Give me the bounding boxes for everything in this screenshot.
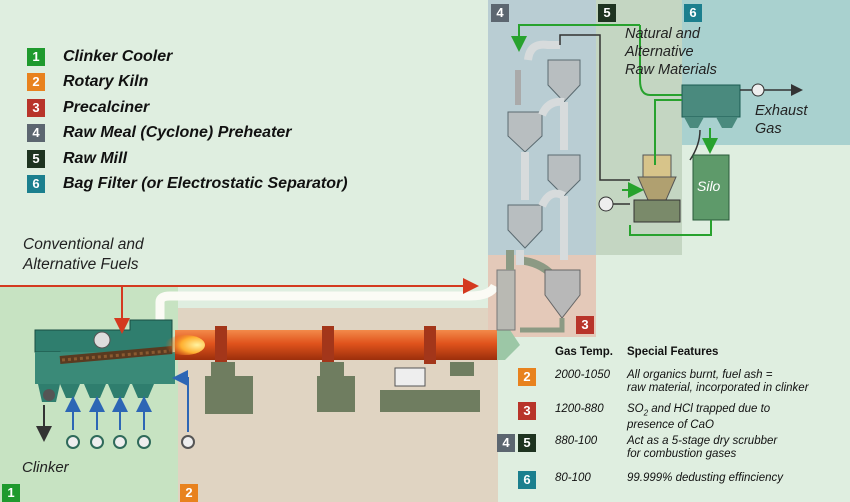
- silo: [629, 154, 730, 236]
- row-temp: 880-100: [555, 435, 598, 447]
- row-badge: 3: [518, 402, 536, 420]
- raw-meal-return: [639, 25, 700, 96]
- raw-meal-feed-arrow: [511, 24, 640, 52]
- silo-label: Silo: [697, 178, 721, 194]
- table-header-temp: Gas Temp.: [555, 346, 613, 358]
- tertiary-air-duct: [155, 283, 500, 320]
- legend: 1 Clinker Cooler 2 Rotary Kiln 3 Precalciner 4…: [27, 44, 348, 197]
- legend-label: Raw Mill: [63, 149, 128, 167]
- zone-badge-precalciner: 3: [576, 316, 594, 334]
- legend-badge: 4: [27, 124, 45, 143]
- clinker-cooler: [34, 319, 175, 402]
- legend-label: Rotary Kiln: [63, 73, 149, 91]
- legend-label: Raw Meal (Cyclone) Preheater: [63, 124, 292, 142]
- exhaust-label-line1: Exhaust: [755, 103, 808, 119]
- row-badge: 2: [518, 368, 536, 386]
- bag-filter: [654, 83, 803, 165]
- legend-item: 3 Precalciner: [27, 95, 348, 121]
- legend-label: Precalciner: [63, 98, 150, 116]
- kiln-supports: [205, 362, 480, 414]
- preheater-fan: [598, 196, 614, 212]
- cyclone-preheater: [507, 59, 581, 249]
- row-badge: 5: [518, 434, 536, 452]
- row-temp: 2000-1050: [555, 369, 610, 381]
- legend-badge: 6: [27, 175, 45, 194]
- row-temp: 1200-880: [555, 403, 604, 415]
- row-badge: 4: [497, 434, 515, 452]
- fuels-label-line1: Conventional and: [23, 236, 144, 253]
- clinker-label: Clinker: [22, 459, 69, 476]
- rotary-kiln: [165, 326, 520, 364]
- cooling-air-fans: [65, 370, 195, 449]
- raw-materials-label-line3: Raw Materials: [625, 62, 717, 78]
- legend-badge: 1: [27, 47, 45, 66]
- preheater-ducts: [516, 40, 568, 265]
- fuels-label-line2: Alternative Fuels: [23, 256, 139, 273]
- zone-badge-cooler: 1: [2, 484, 20, 502]
- legend-badge: 3: [27, 98, 45, 117]
- table-header-features: Special Features: [627, 346, 719, 358]
- exhaust-label-line2: Gas: [755, 121, 782, 137]
- gas-duct: [559, 34, 630, 181]
- zone-badge-raw-mill: 5: [598, 4, 616, 22]
- zone-badge-bag-filter: 6: [684, 4, 702, 22]
- legend-item: 4 Raw Meal (Cyclone) Preheater: [27, 121, 348, 147]
- legend-item: 5 Raw Mill: [27, 146, 348, 172]
- row-badge: 6: [518, 471, 536, 489]
- legend-label: Clinker Cooler: [63, 47, 173, 65]
- zone-badge-preheater: 4: [491, 4, 509, 22]
- legend-item: 2 Rotary Kiln: [27, 70, 348, 96]
- raw-mill: [622, 129, 701, 223]
- legend-label: Bag Filter (or Electrostatic Separator): [63, 175, 348, 193]
- raw-materials-label-line2: Alternative: [625, 44, 694, 60]
- precalciner: [496, 250, 581, 333]
- legend-badge: 5: [27, 149, 45, 168]
- row-features: 99.999% dedusting effinciency: [627, 472, 783, 484]
- legend-item: 1 Clinker Cooler: [27, 44, 348, 70]
- zone-badge-kiln: 2: [180, 484, 198, 502]
- legend-item: 6 Bag Filter (or Electrostatic Separator): [27, 172, 348, 198]
- row-features: All organics burnt, fuel ash = raw mater…: [627, 369, 809, 394]
- legend-badge: 2: [27, 73, 45, 92]
- row-features: SO2 and HCl trapped due to presence of C…: [627, 403, 771, 432]
- row-features: Act as a 5-stage dry scrubber for combus…: [627, 435, 778, 460]
- row-temp: 80-100: [555, 472, 591, 484]
- bag-filter-zone: [682, 0, 850, 145]
- raw-materials-label-line1: Natural and: [625, 26, 700, 42]
